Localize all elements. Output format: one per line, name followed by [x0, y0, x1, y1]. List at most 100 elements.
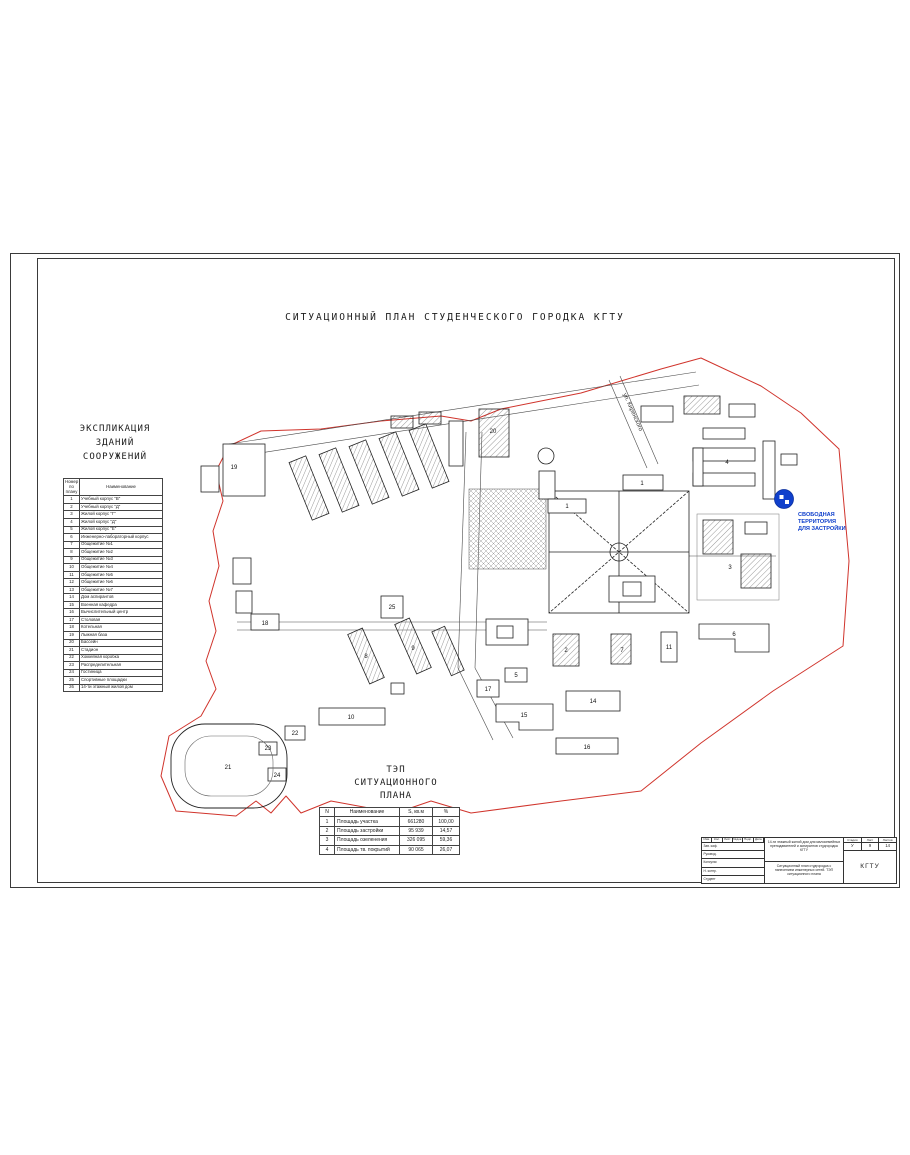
buildings	[200, 395, 798, 782]
tep-table: N Наименование S, кв.м % 1 Площадь участ…	[319, 806, 460, 855]
legend-row-number: 14	[63, 593, 80, 602]
building-number: 16	[584, 745, 591, 751]
building-number: 4	[725, 460, 729, 466]
tep-row-area: 90 065	[399, 844, 433, 855]
list-value: 9	[862, 843, 880, 850]
tep-row-n: 4	[319, 844, 335, 855]
building-number: 22	[292, 731, 299, 737]
stadium	[170, 723, 288, 809]
tep-row-pct: 14,57	[432, 825, 460, 837]
legend-row-number: 21	[63, 646, 80, 655]
tep-row-n: 2	[319, 825, 335, 837]
building-number: 25	[389, 605, 396, 611]
legend-col-number: Номер по плану	[63, 477, 80, 497]
legend-row-number: 6	[63, 533, 80, 542]
tep-row: 4 Площадь тв. покрытий 90 065 26,07	[319, 844, 460, 855]
tep-row-name: Площадь озеленения	[334, 835, 400, 846]
stamp-header-cell: Подп.	[743, 838, 754, 842]
svg-text:СВОБОДНАЯ: СВОБОДНАЯ	[798, 512, 835, 518]
tep-heading-line: СИТУАЦИОННОГО	[354, 778, 438, 788]
legend-row-number: 12	[63, 578, 80, 587]
building-number: 2	[564, 648, 568, 654]
legend-table: Номер по плану Наименование 1 Учебный ко…	[63, 477, 163, 693]
stamp-signature-row: Студент	[703, 876, 716, 881]
legend-row-number: 11	[63, 570, 80, 580]
stamp-header-cell: Кол.	[712, 838, 723, 842]
free-territory-marker	[774, 489, 794, 509]
stamp-signature-row: Зав. каф.	[702, 843, 764, 852]
tep-col-n: N	[319, 806, 335, 818]
legend-row-number: 25	[63, 676, 80, 685]
legend-row-name: 14-ти этажный жилой дом	[79, 683, 163, 693]
building-number: 3	[728, 565, 732, 571]
sheet-name: Ситуационный план студгородка с нанесени…	[774, 863, 834, 877]
stage-value: У	[844, 843, 862, 850]
legend-row-number: 10	[63, 563, 80, 572]
svg-text:ТЕРРИТОРИЯ: ТЕРРИТОРИЯ	[798, 519, 836, 525]
tep-row-pct: 100,00	[432, 816, 460, 827]
title-block-descriptions: 14-ти этажный жилой дом для малосемейных…	[765, 838, 844, 883]
tep-heading-line: ПЛАНА	[379, 791, 413, 801]
legend-row-number: 26	[63, 683, 80, 693]
tep-col-name: Наименование	[334, 806, 400, 818]
building-number: 11	[666, 645, 673, 651]
hatched-area	[468, 488, 547, 570]
tep-row-name: Площадь тв. покрытий	[334, 844, 400, 855]
building-number: 8	[364, 654, 368, 660]
svg-text:ДЛЯ ЗАСТРОЙКИ: ДЛЯ ЗАСТРОЙКИ	[798, 524, 846, 532]
legend-row-number: 1	[63, 495, 80, 504]
tep-row-n: 3	[319, 835, 335, 846]
legend-row-number: 20	[63, 638, 80, 648]
project-object-name: 14-ти этажный жилой дом для малосемейных…	[765, 838, 843, 863]
building-number: 5	[514, 673, 518, 679]
building-number: 7	[620, 648, 624, 654]
tep-row-pct: 26,07	[432, 844, 460, 855]
stamp-signature-row: Руковод.	[702, 851, 764, 860]
legend-heading: ЭКСПЛИКАЦИЯ ЗДАНИЙ СООРУЖЕНИЙ	[61, 422, 169, 464]
legend-row-number: 5	[63, 525, 80, 535]
building-number: 21	[225, 765, 232, 771]
tep-row-pct: 59,36	[432, 835, 460, 846]
building-number: 1	[640, 481, 644, 487]
tep-row-name: Площадь застройки	[334, 825, 400, 837]
free-territory-label: СВОБОДНАЯ ТЕРРИТОРИЯ ДЛЯ ЗАСТРОЙКИ	[798, 512, 846, 532]
legend-row-number: 15	[63, 600, 80, 610]
legend-row-number: 22	[63, 653, 80, 663]
stamp-signature-row: Консульт.	[702, 859, 764, 868]
legend-row-number: 4	[63, 518, 80, 527]
tep-row: 2 Площадь застройки 95 939 14,57	[319, 825, 460, 837]
tep-header-row: N Наименование S, кв.м %	[319, 806, 460, 818]
legend-row-number: 17	[63, 615, 80, 625]
lists-value: 14	[885, 843, 891, 849]
tep-row: 3 Площадь озеленения 326 095 59,36	[319, 835, 460, 846]
street-label: ул. Киренского	[621, 392, 643, 432]
legend-row-number: 19	[63, 630, 80, 640]
drawing-title: СИТУАЦИОННЫЙ ПЛАН СТУДЕНЧЕСКОГО ГОРОДКА …	[285, 312, 625, 323]
stamp-header-cell: Лист	[723, 838, 733, 842]
tep-row-n: 1	[319, 816, 335, 827]
legend-row-number: 7	[63, 540, 80, 550]
tep-row-area: 326 095	[399, 835, 433, 846]
building-number: 9	[411, 646, 415, 652]
tep-row-area: 661280	[399, 816, 433, 827]
building-number: 24	[274, 773, 281, 779]
legend-row-number: 16	[63, 608, 80, 617]
legend-col-name: Наименование	[79, 477, 163, 497]
building-number: 20	[490, 429, 497, 435]
list-label: Лист	[862, 838, 880, 843]
tep-row-area: 95 939	[399, 825, 433, 837]
building-number: 23	[265, 746, 272, 752]
legend-row: 26 14-ти этажный жилой дом	[63, 683, 163, 693]
building-number: 1	[565, 504, 569, 510]
drawing-sheet: СИТУАЦИОННЫЙ ПЛАН СТУДЕНЧЕСКОГО ГОРОДКА …	[10, 253, 900, 888]
site-plan-map: СВОБОДНАЯ ТЕРРИТОРИЯ ДЛЯ ЗАСТРОЙКИ ул. К…	[160, 357, 850, 817]
legend-row-number: 8	[63, 548, 80, 557]
legend-heading-line: ЗДАНИЙ	[95, 438, 135, 448]
building-number: 14	[590, 699, 597, 705]
legend-row-number: 13	[63, 585, 80, 595]
legend-row-number: 3	[63, 510, 80, 519]
stamp-header-cell: Изм.	[702, 838, 713, 842]
